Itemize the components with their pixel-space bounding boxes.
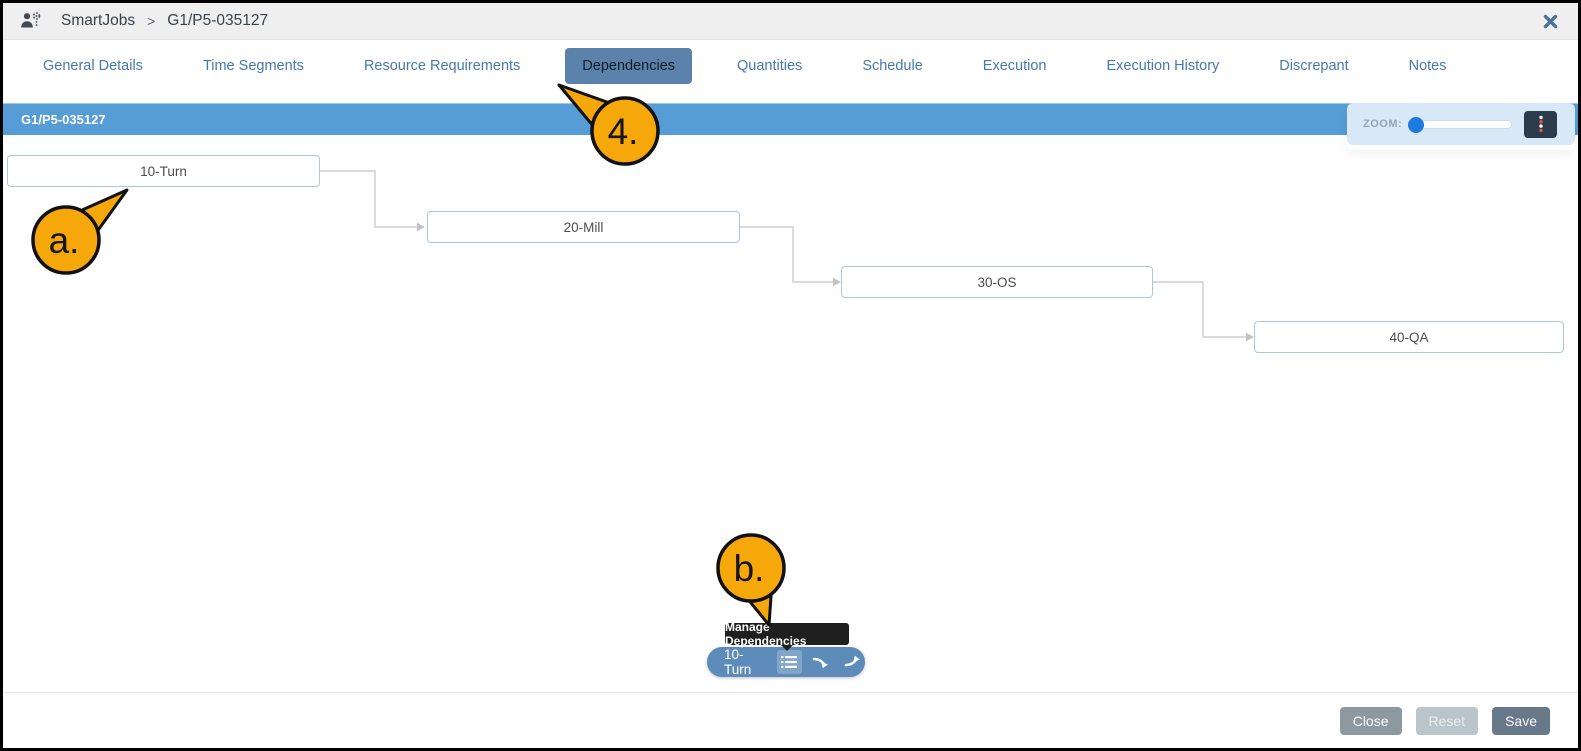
zoom-panel: ZOOM: (1347, 103, 1575, 145)
user-gear-icon (19, 11, 43, 31)
tab-time-segments[interactable]: Time Segments (202, 58, 304, 74)
dependency-canvas: 10-Turn 20-Mill 30-OS 40-QA Manage Depen… (3, 135, 1578, 692)
tab-bar: General Details Time Segments Resource R… (3, 40, 1578, 92)
zoom-slider[interactable] (1408, 116, 1513, 133)
zoom-slider-thumb[interactable] (1408, 116, 1425, 133)
add-successor-button[interactable] (840, 650, 865, 674)
graph-node-40-qa[interactable]: 40-QA (1254, 321, 1564, 353)
curved-arrow-down-icon (812, 654, 830, 670)
breadcrumb-record-id: G1/P5-035127 (167, 12, 269, 29)
window-header: SmartJobs > G1/P5-035127 (3, 3, 1578, 40)
tab-resource-requirements[interactable]: Resource Requirements (363, 58, 521, 74)
tab-execution-history[interactable]: Execution History (1106, 58, 1220, 74)
graph-node-20-mill[interactable]: 20-Mill (427, 211, 740, 243)
close-x-icon[interactable] (1539, 10, 1562, 33)
close-button[interactable]: Close (1339, 706, 1402, 735)
graph-options-button[interactable] (1524, 110, 1558, 138)
zoom-label: ZOOM: (1363, 118, 1403, 130)
list-icon (781, 655, 798, 669)
tab-execution[interactable]: Execution (982, 58, 1047, 74)
curved-arrow-up-icon (844, 654, 862, 670)
breadcrumb-separator: > (147, 13, 156, 29)
tab-quantities[interactable]: Quantities (737, 58, 803, 74)
job-title-bar: G1/P5-035127 (3, 103, 1578, 135)
tab-general-details[interactable]: General Details (43, 58, 143, 74)
graph-node-30-os[interactable]: 30-OS (841, 266, 1153, 298)
add-predecessor-button[interactable] (809, 650, 834, 674)
save-button[interactable]: Save (1492, 706, 1550, 735)
tab-notes[interactable]: Notes (1408, 58, 1447, 74)
graph-node-10-turn[interactable]: 10-Turn (7, 155, 320, 187)
manage-dependencies-tooltip: Manage Dependencies (725, 620, 849, 651)
tab-discrepant[interactable]: Discrepant (1279, 58, 1349, 74)
tab-dependencies[interactable]: Dependencies (565, 48, 693, 84)
tab-schedule[interactable]: Schedule (862, 58, 923, 74)
node-toolbar-label: 10-Turn (724, 647, 752, 677)
reset-button[interactable]: Reset (1415, 706, 1479, 735)
kebab-vertical-icon (1538, 115, 1544, 133)
dependency-edges (320, 170, 1254, 342)
breadcrumb-app: SmartJobs (61, 12, 136, 29)
footer-bar: Close Reset Save (3, 692, 1578, 748)
manage-dependencies-button[interactable] (776, 650, 802, 674)
job-title: G1/P5-035127 (21, 112, 106, 127)
node-toolbar: 10-Turn (707, 647, 865, 677)
